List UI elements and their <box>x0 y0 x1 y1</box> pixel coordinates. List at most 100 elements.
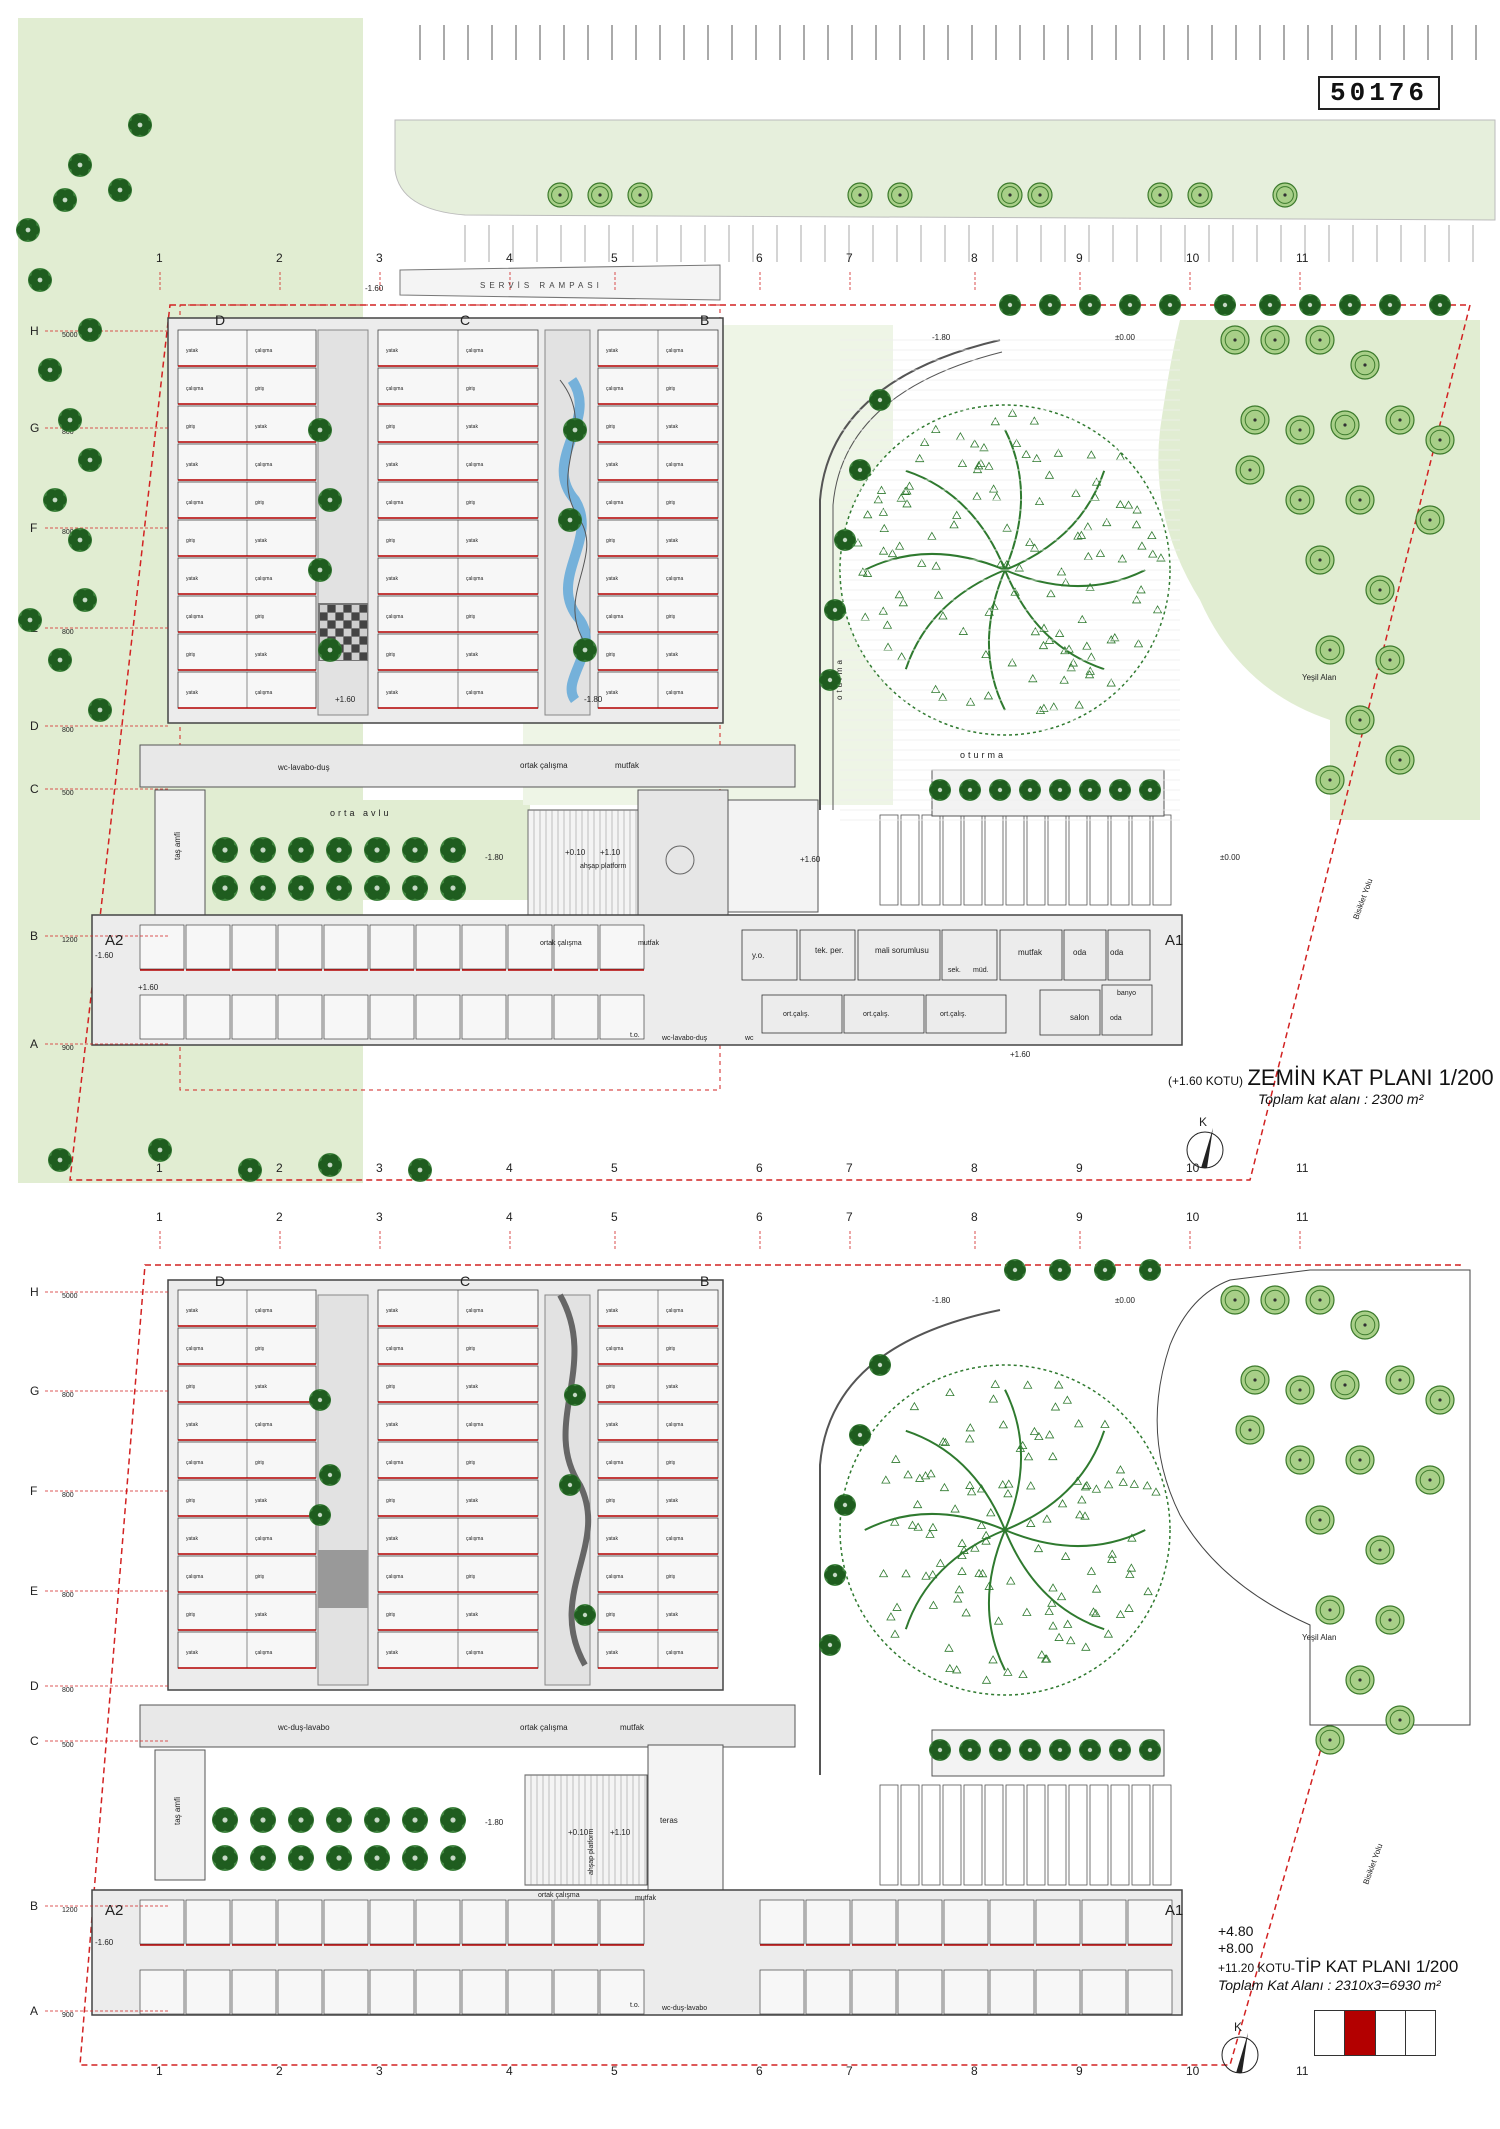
court-tree <box>440 875 466 901</box>
level-west: -1.60 <box>95 951 114 960</box>
grid-row-dim: 900 <box>62 1045 74 1052</box>
ring-center <box>1363 1323 1366 1326</box>
tree <box>1339 294 1361 316</box>
room-label: yatak <box>255 424 267 430</box>
grid-col-label: 4 <box>506 251 513 265</box>
tree-center <box>833 608 837 612</box>
ring-tree <box>1236 456 1264 484</box>
grid-row-label: C <box>30 782 39 796</box>
tree-center <box>1088 303 1092 307</box>
tree <box>53 188 77 212</box>
tree-center <box>1058 1268 1062 1272</box>
level-wing: +1.60 <box>138 983 159 992</box>
tree-center <box>1103 1268 1107 1272</box>
typical-title-elevation: +11.20 KOTU- <box>1218 1961 1295 1975</box>
room-label: yatak <box>386 1536 398 1542</box>
ring-tree <box>1306 326 1334 354</box>
room-label: giriş <box>606 652 616 658</box>
grid-row-label: E <box>30 1584 38 1598</box>
level-court-typ: -1.80 <box>485 1818 504 1827</box>
room-label: giriş <box>606 1612 616 1618</box>
wc-label-typ: wc-duş-lavabo <box>277 1723 330 1732</box>
tree <box>408 1158 432 1182</box>
tree <box>558 508 582 532</box>
tree <box>1019 1739 1041 1761</box>
room-label: çalışma <box>666 1308 683 1314</box>
tree-center <box>858 468 862 472</box>
grid-col-label: 3 <box>376 1210 383 1224</box>
ring-center <box>858 193 861 196</box>
tree-center <box>260 1817 265 1822</box>
ring-tree <box>1376 1606 1404 1634</box>
ring-tree <box>1306 1286 1334 1314</box>
admin-mud: müd. <box>973 967 989 974</box>
grid-col-label: 6 <box>756 1210 763 1224</box>
room-label: çalışma <box>666 690 683 696</box>
checker-tile <box>336 613 343 620</box>
admin-oda1: oda <box>1073 948 1087 957</box>
room-label: giriş <box>186 652 196 658</box>
grid-col-label: 11 <box>1296 1210 1309 1224</box>
room-label: çalışma <box>606 500 623 506</box>
south-room <box>806 1970 850 2014</box>
kitchen-label: mutfak <box>615 761 640 770</box>
tree <box>1049 779 1071 801</box>
grid-row-dim: 800 <box>62 1687 74 1694</box>
room-label: yatak <box>386 1422 398 1428</box>
grid-col-label: 5 <box>611 1210 618 1224</box>
south-room <box>898 1970 942 2014</box>
room-label: yatak <box>255 652 267 658</box>
ring-center <box>1378 588 1381 591</box>
grid-row-dim: 800 <box>62 727 74 734</box>
ring-center <box>1233 338 1236 341</box>
tree <box>18 608 42 632</box>
ring-tree <box>998 183 1022 207</box>
ring-tree <box>1261 326 1289 354</box>
grid-row-label: G <box>30 421 39 435</box>
room-label: çalışma <box>255 462 272 468</box>
tree <box>308 418 332 442</box>
court-trees-typ <box>212 1807 466 1871</box>
ring-tree <box>1346 486 1374 514</box>
tree-center <box>412 1817 417 1822</box>
room-label: giriş <box>666 1460 676 1466</box>
tree <box>48 648 72 672</box>
room-label: yatak <box>386 348 398 354</box>
ring-center <box>1358 1458 1361 1461</box>
court-tree <box>212 1807 238 1833</box>
room-label: çalışma <box>466 690 483 696</box>
bike-stall <box>1069 1785 1087 1885</box>
grid-col-label: 6 <box>756 1161 763 1175</box>
checker-tile <box>328 605 335 612</box>
tree-center <box>1348 303 1352 307</box>
bike-stall <box>1006 1785 1024 1885</box>
tree <box>1139 779 1161 801</box>
green-edge-typ <box>1157 1270 1470 1725</box>
ring-center <box>1253 418 1256 421</box>
grid-row-label: F <box>30 521 37 535</box>
tree-center <box>1088 788 1092 792</box>
ring-tree <box>1221 1286 1249 1314</box>
checker-tile <box>336 605 343 612</box>
grid-col-label: 3 <box>376 251 383 265</box>
grid-row-label: D <box>30 1679 39 1693</box>
ring-tree <box>1286 1376 1314 1404</box>
checker-tile <box>352 653 359 660</box>
room-label: yatak <box>255 538 267 544</box>
room-label: çalışma <box>666 576 683 582</box>
south-room <box>554 925 598 969</box>
room-label: çalışma <box>606 614 623 620</box>
tree-center <box>83 598 88 603</box>
tree-center <box>336 1817 341 1822</box>
tree-center <box>222 1817 227 1822</box>
south-room <box>232 995 276 1039</box>
ring-center <box>1388 658 1391 661</box>
room-label: çalışma <box>386 500 403 506</box>
room-label: giriş <box>386 1384 396 1390</box>
tree-center <box>1388 303 1392 307</box>
room-label: yatak <box>186 1308 198 1314</box>
tree <box>824 1564 846 1586</box>
court-tree <box>212 875 238 901</box>
ground-floor-drawing: SERVİS RAMPASI yatakçalışmaçalışmagirişg… <box>0 0 1500 1185</box>
grid-col-label: 6 <box>756 2064 763 2078</box>
